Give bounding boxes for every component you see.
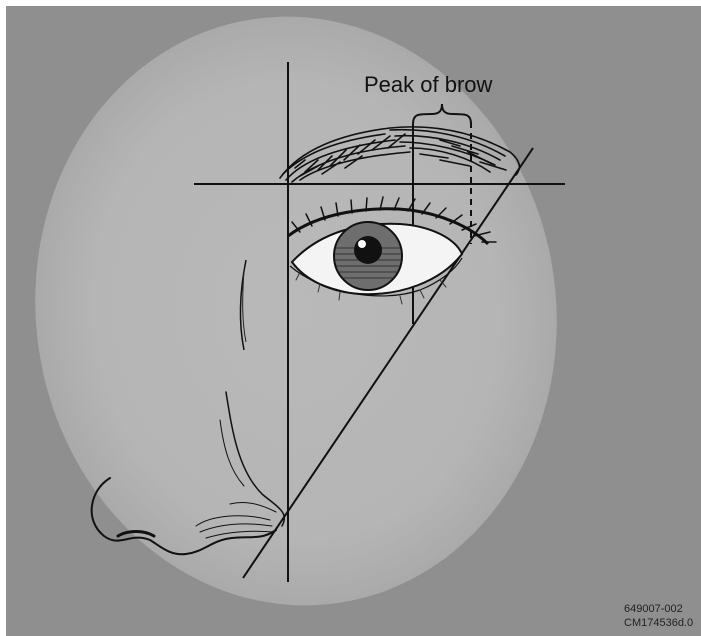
diagonal-guide-line	[243, 148, 533, 578]
eye-highlight	[358, 240, 366, 248]
eyebrow	[280, 127, 519, 182]
figure-code-line-1: 649007-002	[624, 603, 683, 615]
peak-brace	[413, 104, 471, 124]
pupil	[354, 236, 382, 264]
figure-code-line-2: CM174536d.0	[624, 617, 701, 629]
nose	[92, 392, 285, 554]
peak-of-brow-label: Peak of brow	[364, 72, 492, 98]
